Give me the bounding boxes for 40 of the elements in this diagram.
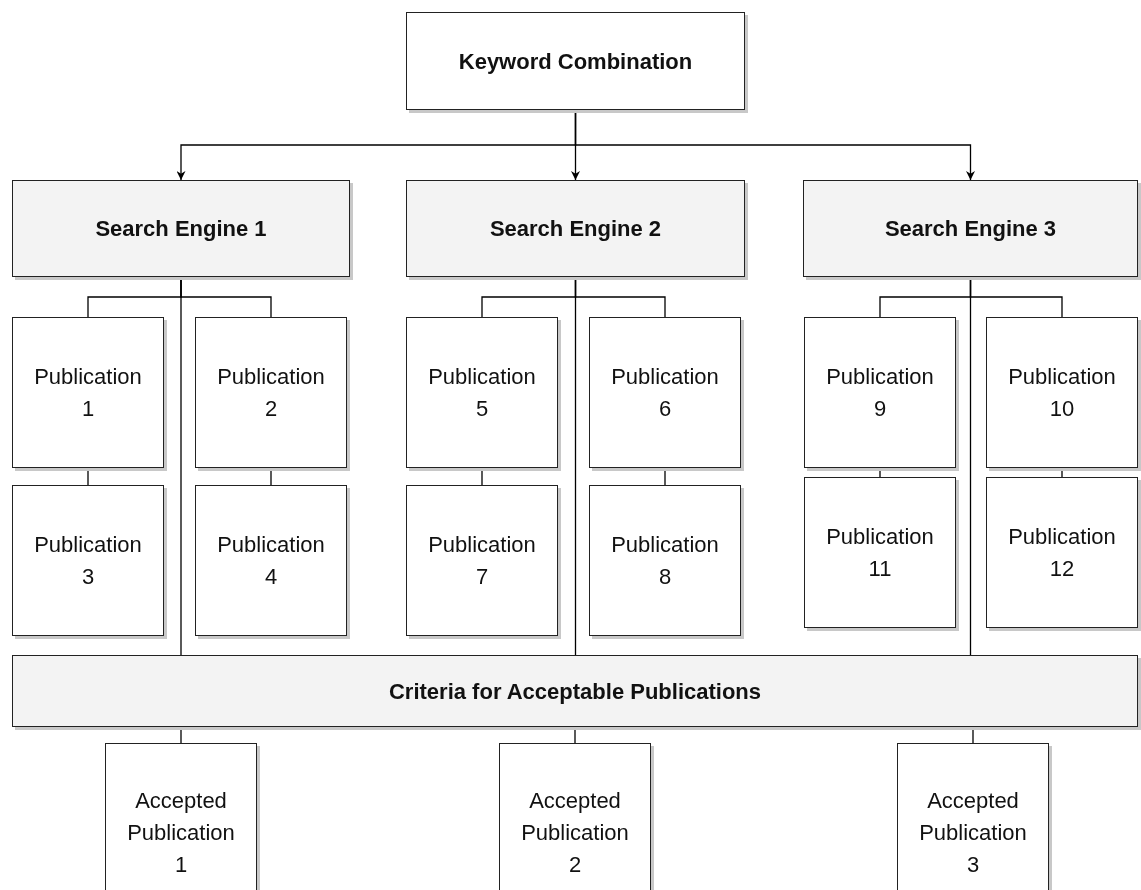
node-label: Accepted Publication 1 [126, 787, 236, 879]
process-box [12, 180, 350, 277]
node-label: Publication 12 [1007, 522, 1117, 583]
node-label: Accepted Publication 3 [918, 787, 1028, 879]
node-label: Publication 4 [216, 530, 326, 591]
node-label: Keyword Combination [458, 47, 693, 76]
process-box [406, 485, 558, 636]
node-label: Accepted Publication 2 [520, 787, 630, 879]
process-box [406, 317, 558, 468]
node-label: Publication 9 [825, 362, 935, 423]
node-label: Search Engine 1 [95, 215, 267, 243]
process-box [195, 485, 347, 636]
process-box [12, 317, 164, 468]
node-label: Publication 2 [216, 362, 326, 423]
process-box [589, 485, 741, 636]
node-label: Publication 3 [33, 530, 143, 591]
process-box [803, 180, 1138, 277]
process-box [195, 317, 347, 468]
node-label: Publication 7 [427, 530, 537, 591]
process-box [897, 743, 1049, 890]
process-box [12, 655, 1138, 727]
node-label: Publication 5 [427, 362, 537, 423]
node-label: Publication 1 [33, 362, 143, 423]
node-label: Publication 10 [1007, 362, 1117, 423]
node-label: Criteria for Acceptable Publications [388, 677, 762, 706]
process-box [986, 317, 1138, 468]
process-box [499, 743, 651, 890]
process-box [804, 477, 956, 628]
node-label: Search Engine 2 [489, 215, 662, 243]
process-box [406, 12, 745, 110]
process-box [12, 485, 164, 636]
process-box [589, 317, 741, 468]
node-label: Publication 6 [610, 362, 720, 423]
process-box [406, 180, 745, 277]
node-label: Publication 8 [610, 530, 720, 591]
process-box [804, 317, 956, 468]
node-label: Search Engine 3 [884, 215, 1057, 243]
process-box [105, 743, 257, 890]
process-box [986, 477, 1138, 628]
node-label: Publication 11 [825, 522, 935, 583]
